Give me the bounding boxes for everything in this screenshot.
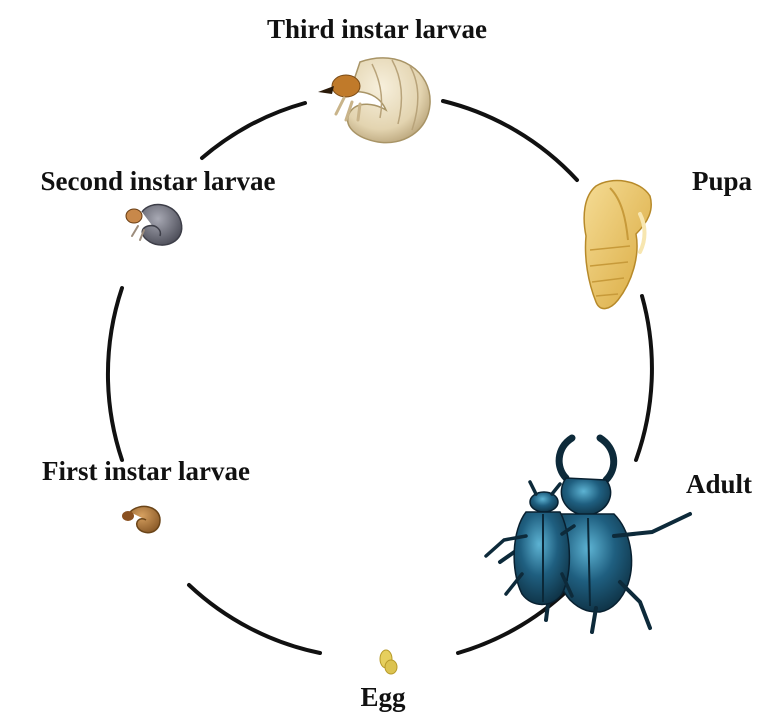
- arc-second-to-third: [202, 103, 305, 158]
- label-second-instar-larvae: Second instar larvae: [41, 166, 276, 196]
- label-adult: Adult: [686, 469, 752, 499]
- adult-beetles-image: [486, 438, 690, 632]
- arc-first-to-second: [108, 288, 122, 460]
- pupa-image: [584, 181, 651, 309]
- second-instar-larva-image: [126, 205, 182, 245]
- label-first-instar-larvae: First instar larvae: [42, 456, 250, 486]
- label-egg: Egg: [360, 682, 406, 712]
- label-third-instar-larvae: Third instar larvae: [267, 14, 487, 44]
- arc-egg-to-first: [189, 585, 320, 653]
- female-beetle: [486, 482, 574, 605]
- label-pupa: Pupa: [692, 166, 753, 196]
- arc-third-to-pupa: [443, 101, 577, 180]
- arc-pupa-to-adult: [636, 296, 652, 460]
- third-instar-larva-image: [318, 58, 430, 143]
- first-instar-larva-image: [122, 506, 160, 532]
- egg-image: [380, 650, 397, 674]
